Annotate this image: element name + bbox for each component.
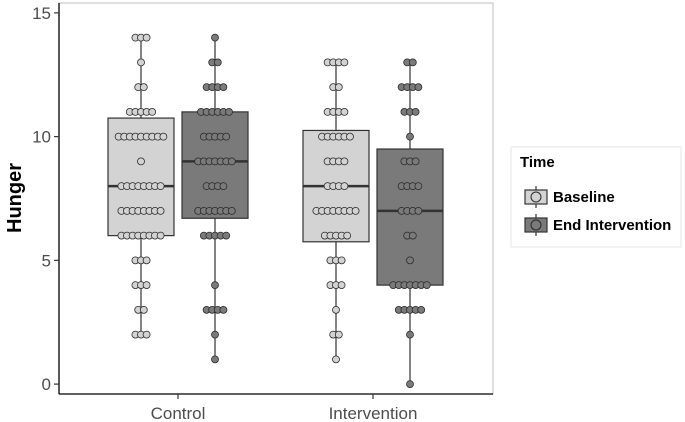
point-series-1-cat-0 — [222, 231, 231, 240]
point-series-1-cat-0 — [211, 281, 219, 290]
point-series-0-cat-1 — [340, 107, 349, 116]
point-series-0-cat-1 — [346, 132, 354, 141]
point-series-0-cat-0 — [142, 330, 151, 339]
point-series-1-cat-1 — [406, 132, 414, 141]
point-series-1-cat-0 — [211, 355, 219, 364]
y-tick-label-15: 15 — [32, 4, 51, 23]
point-series-0-cat-0 — [139, 83, 148, 92]
point-series-1-cat-0 — [227, 206, 236, 215]
point-series-0-cat-1 — [337, 256, 346, 265]
point-series-1-cat-0 — [219, 182, 228, 191]
point-series-1-cat-1 — [406, 330, 414, 339]
legend-label-baseline: Baseline — [553, 189, 615, 206]
point-series-1-cat-1 — [406, 380, 414, 389]
y-tick-label-5: 5 — [42, 251, 51, 270]
point-series-1-cat-0 — [219, 83, 228, 92]
point-series-1-cat-1 — [408, 58, 417, 67]
point-series-1-cat-1 — [417, 305, 426, 314]
point-series-0-cat-0 — [142, 281, 151, 290]
point-series-1-cat-0 — [225, 107, 233, 116]
point-series-1-cat-0 — [213, 58, 222, 67]
legend-key-point-1 — [530, 219, 542, 231]
y-tick-label-10: 10 — [32, 128, 51, 147]
point-series-1-cat-0 — [211, 33, 219, 42]
box-series-1-cat-1 — [376, 148, 444, 286]
y-axis-title: Hunger — [4, 163, 26, 233]
point-series-0-cat-1 — [337, 281, 346, 290]
legend-keys — [524, 186, 548, 236]
point-series-0-cat-0 — [156, 182, 165, 191]
point-series-1-cat-1 — [411, 107, 420, 116]
point-series-0-cat-1 — [351, 206, 360, 215]
point-series-0-cat-0 — [148, 107, 157, 116]
point-series-0-cat-1 — [340, 58, 349, 67]
point-series-0-cat-0 — [137, 157, 145, 166]
point-series-0-cat-0 — [137, 58, 145, 67]
point-series-1-cat-0 — [211, 330, 219, 339]
point-series-0-cat-1 — [332, 305, 340, 314]
point-series-1-cat-1 — [408, 231, 417, 240]
point-series-1-cat-1 — [414, 206, 423, 215]
legend: Time Baseline End Intervention — [510, 146, 682, 248]
point-series-0-cat-0 — [156, 206, 165, 215]
point-series-1-cat-1 — [414, 182, 423, 191]
point-series-0-cat-1 — [340, 182, 349, 191]
legend-title: Time — [520, 154, 555, 171]
legend-key-point-0 — [530, 191, 542, 203]
point-series-0-cat-0 — [142, 256, 151, 265]
point-series-0-cat-0 — [142, 33, 151, 42]
legend-label-end-intervention: End Intervention — [553, 217, 671, 234]
point-series-1-cat-1 — [414, 83, 423, 92]
x-tick-label-intervention: Intervention — [329, 404, 418, 422]
point-series-0-cat-1 — [334, 83, 343, 92]
point-series-0-cat-1 — [332, 355, 340, 364]
point-series-1-cat-0 — [219, 305, 228, 314]
point-series-0-cat-1 — [334, 330, 343, 339]
point-series-0-cat-0 — [156, 231, 165, 240]
point-layer — [114, 33, 431, 389]
point-series-0-cat-0 — [139, 305, 148, 314]
point-series-0-cat-1 — [340, 157, 349, 166]
point-series-1-cat-1 — [411, 157, 420, 166]
point-series-0-cat-0 — [159, 132, 168, 141]
point-series-1-cat-1 — [422, 281, 431, 290]
point-series-1-cat-0 — [227, 157, 236, 166]
x-tick-label-control: Control — [151, 404, 206, 422]
point-series-1-cat-0 — [222, 132, 231, 141]
y-tick-label-0: 0 — [42, 375, 51, 394]
point-series-0-cat-1 — [343, 231, 352, 240]
point-series-1-cat-1 — [406, 256, 414, 265]
